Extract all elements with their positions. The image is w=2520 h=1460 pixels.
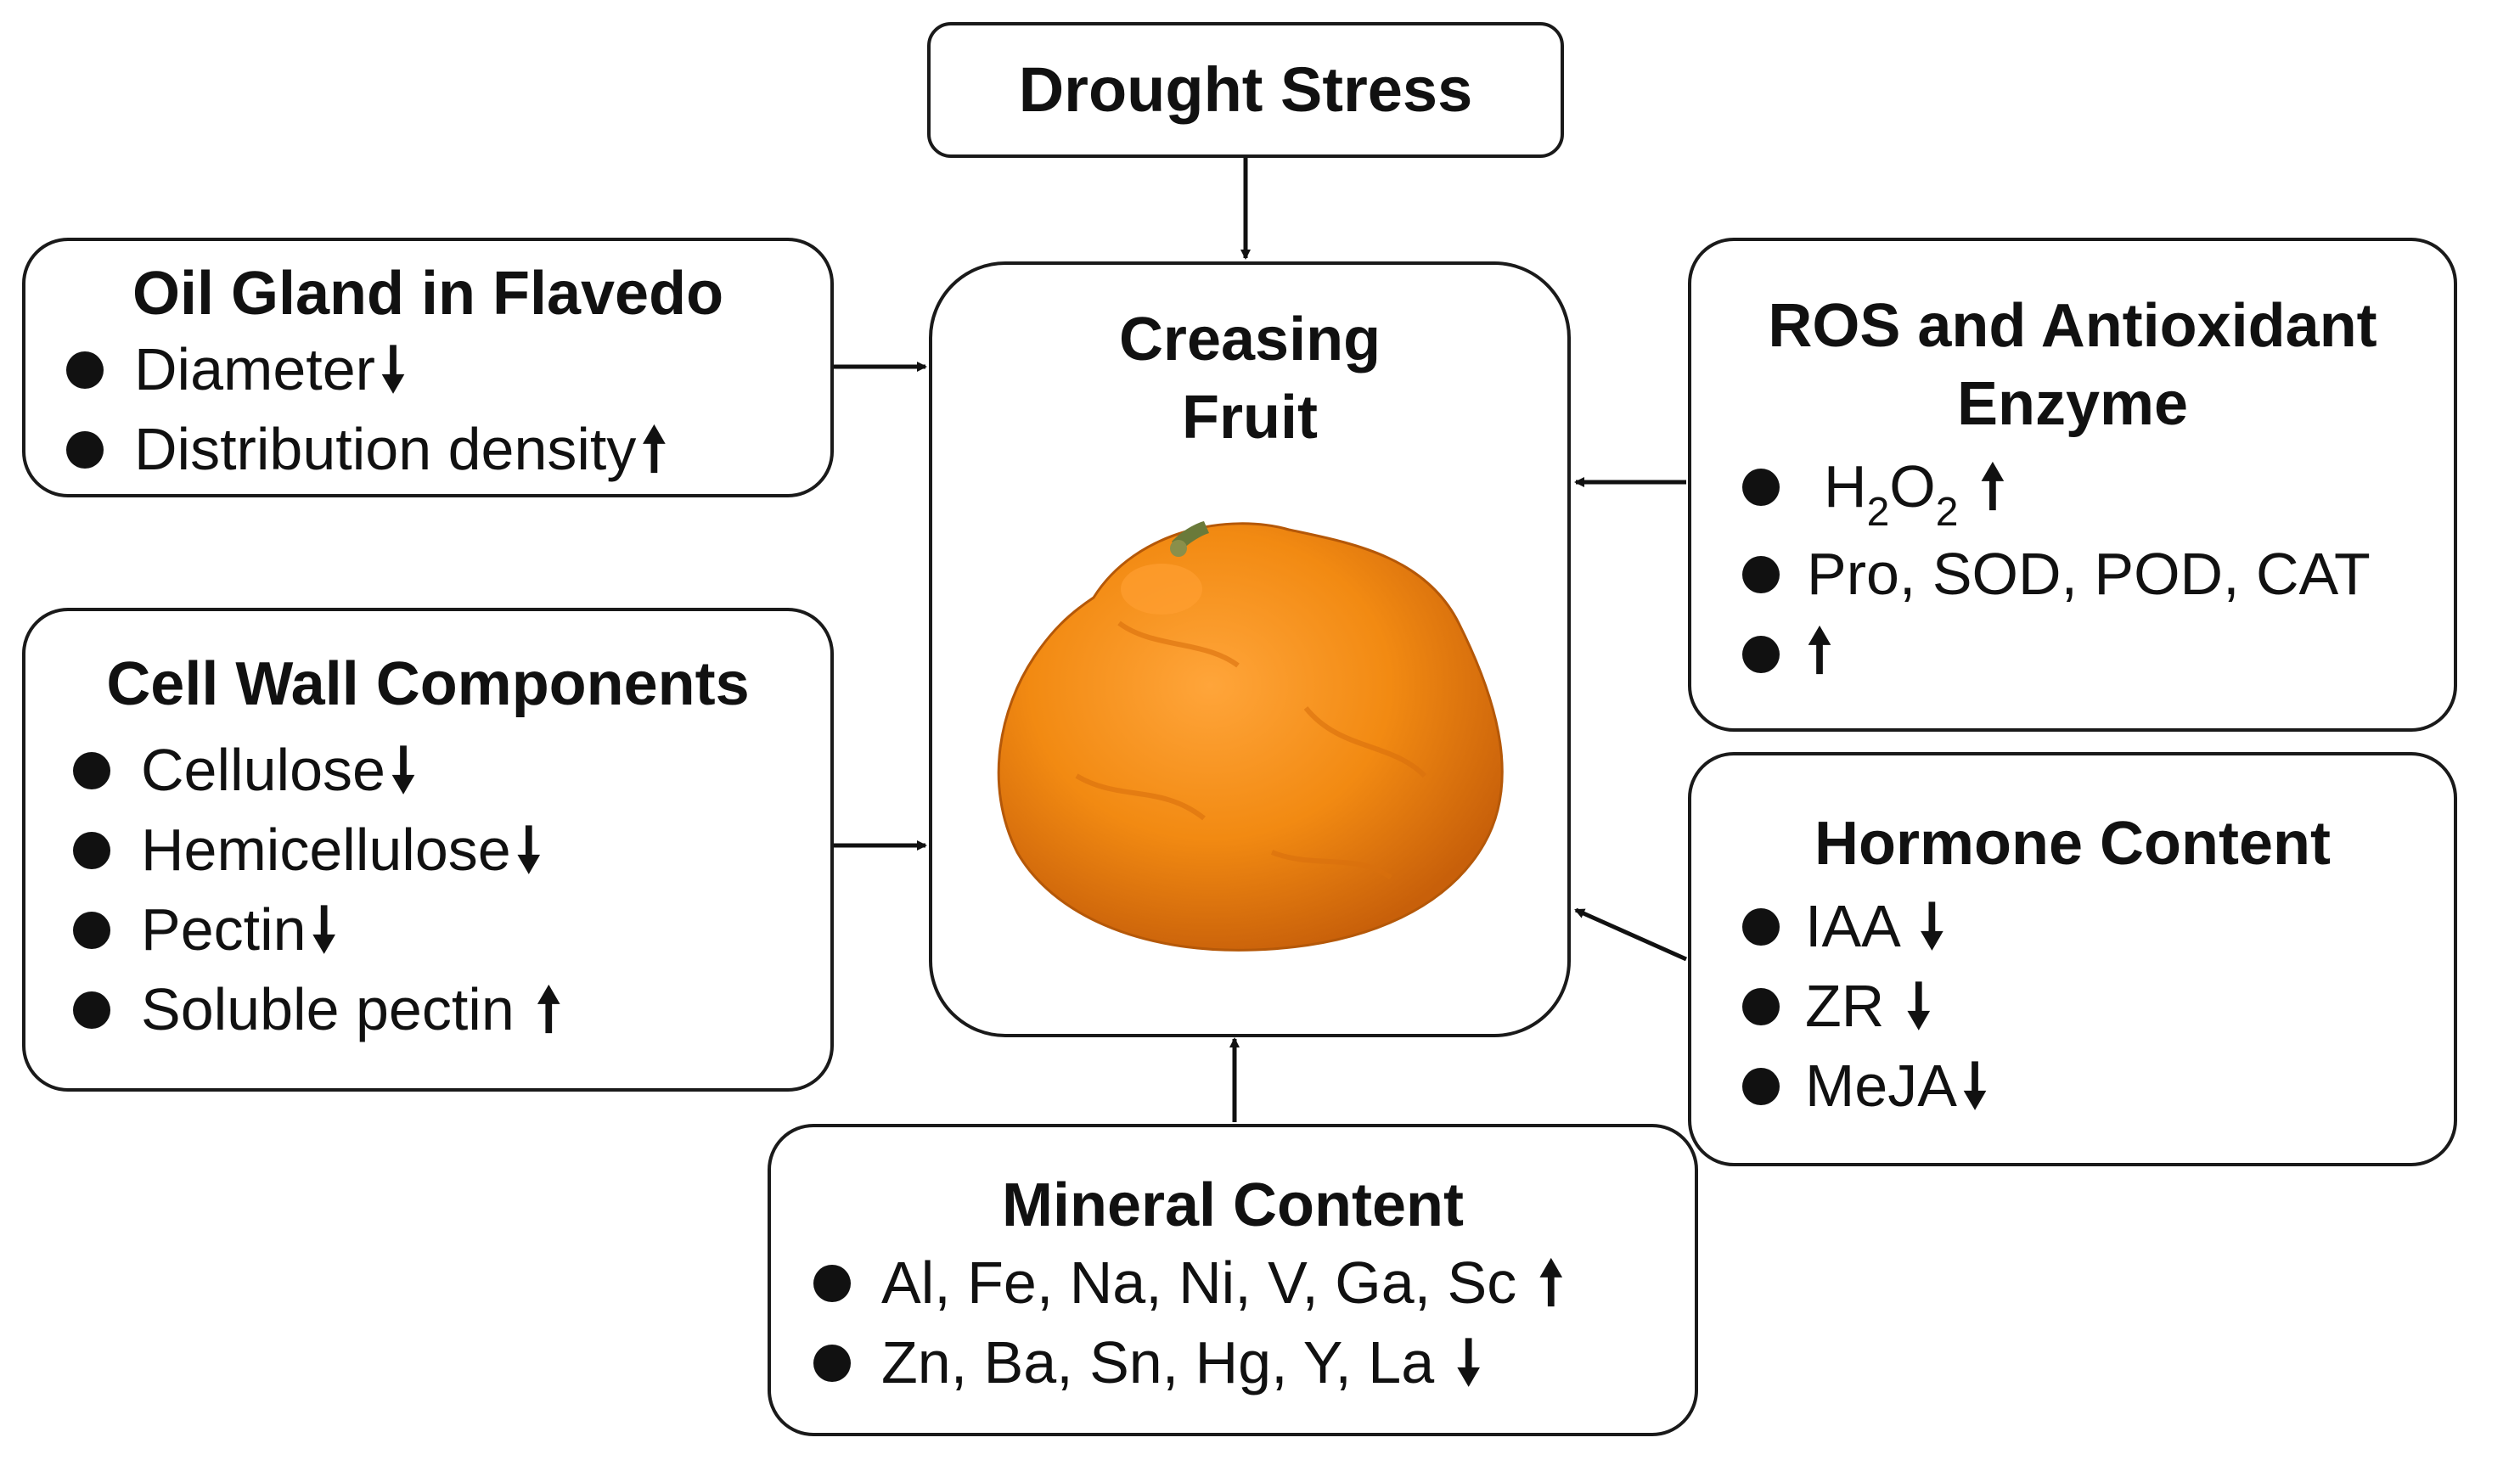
creasing-fruit-title-line2: Fruit [1182, 384, 1318, 452]
list-item: Al, Fe, Na, Ni, V, Ga, Sc 🠕 [813, 1243, 1564, 1322]
cell-wall-title: Cell Wall Components [106, 650, 750, 718]
oil-gland-list: Diameter🠗 Distribution density🠕 [66, 329, 667, 489]
up-arrow-icon: 🠕 [1538, 1249, 1564, 1316]
creasing-fruit-title-line1: Creasing [1118, 306, 1381, 373]
list-item: Soluble pectin 🠕 [73, 969, 561, 1049]
cell-wall-box: Cell Wall Components Cellulose🠗 Hemicell… [22, 608, 834, 1092]
list-item: Hemicellulose🠗 [73, 810, 561, 890]
drought-stress-title: Drought Stress [1018, 54, 1473, 125]
oil-gland-title: Oil Gland in Flavedo [132, 260, 724, 328]
list-item: Zn, Ba, Sn, Hg, Y, La 🠗 [813, 1322, 1564, 1402]
up-arrow-icon: 🠕 [536, 976, 562, 1042]
list-item-enzymes: Pro, SOD, POD, CAT [1742, 534, 2371, 614]
list-item: IAA 🠗 [1742, 886, 1988, 966]
list-item-h2o2: H2O2 🠕 [1742, 446, 2371, 535]
up-arrow-icon: 🠕 [1979, 453, 2005, 519]
mineral-title: Mineral Content [1001, 1171, 1464, 1239]
hormone-content-box: Hormone Content IAA 🠗 ZR 🠗 MeJA🠗 [1688, 752, 2457, 1166]
ros-title-line1: ROS and Antioxidant [1768, 292, 2377, 360]
down-arrow-icon: 🠗 [311, 896, 337, 963]
down-arrow-icon: 🠗 [1455, 1329, 1482, 1395]
drought-stress-box: Drought Stress [927, 22, 1564, 158]
list-item: MeJA🠗 [1742, 1046, 1988, 1126]
list-item: Distribution density🠕 [66, 409, 667, 489]
down-arrow-icon: 🠗 [1961, 1053, 1988, 1119]
list-item: Cellulose🠗 [73, 730, 561, 810]
mineral-list: Al, Fe, Na, Ni, V, Ga, Sc 🠕 Zn, Ba, Sn, … [813, 1243, 1564, 1402]
down-arrow-icon: 🠗 [1905, 973, 1932, 1039]
arrow-hormone-to-fruit [1574, 907, 1688, 962]
ros-antioxidant-box: ROS and Antioxidant Enzyme H2O2 🠕 Pro, S… [1688, 238, 2457, 732]
oil-gland-box: Oil Gland in Flavedo Diameter🠗 Distribut… [22, 238, 834, 497]
up-arrow-icon: 🠕 [641, 416, 667, 482]
list-item: Pectin🠗 [73, 890, 561, 969]
up-arrow-icon: 🠕 [1807, 617, 1833, 683]
mineral-content-box: Mineral Content Al, Fe, Na, Ni, V, Ga, S… [768, 1124, 1698, 1436]
cell-wall-list: Cellulose🠗 Hemicellulose🠗 Pectin🠗 Solubl… [73, 730, 561, 1049]
down-arrow-icon: 🠗 [515, 817, 542, 883]
ros-list: H2O2 🠕 Pro, SOD, POD, CAT 🠕 [1742, 446, 2371, 687]
down-arrow-icon: 🠗 [380, 336, 406, 402]
list-item: ZR 🠗 [1742, 966, 1988, 1046]
down-arrow-icon: 🠗 [1919, 893, 1945, 959]
hormone-list: IAA 🠗 ZR 🠗 MeJA🠗 [1742, 886, 1988, 1126]
ros-title-line2: Enzyme [1956, 370, 2189, 438]
list-item: Diameter🠗 [66, 329, 667, 409]
hormone-title: Hormone Content [1814, 810, 2331, 878]
list-item-enzymes-arrow: 🠕 [1742, 614, 2371, 687]
orange-fruit-image [997, 521, 1504, 952]
creasing-fruit-box: Creasing Fruit [929, 261, 1571, 1037]
down-arrow-icon: 🠗 [390, 737, 416, 803]
